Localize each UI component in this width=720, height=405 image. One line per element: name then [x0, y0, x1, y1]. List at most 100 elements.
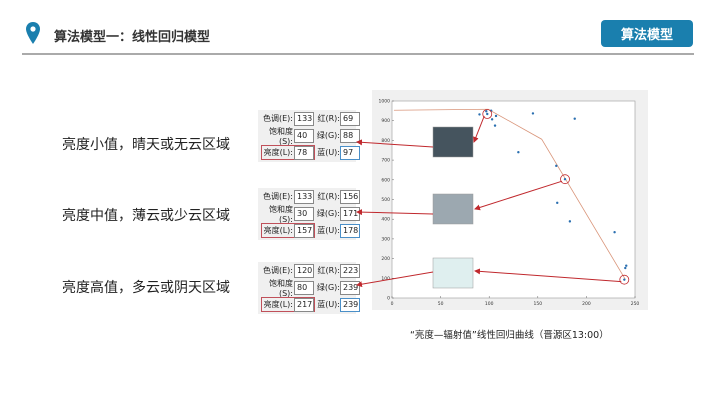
hue-label: 色调(E): [263, 266, 293, 275]
x-tick-label: 100 [485, 301, 494, 307]
blue-field: 蓝(U):178 [316, 223, 360, 238]
x-tick-label: 150 [534, 301, 543, 307]
blue-field: 蓝(U):97 [316, 145, 360, 160]
data-point [489, 109, 493, 112]
y-tick-label: 200 [381, 256, 390, 262]
arrow [356, 271, 434, 288]
data-point [613, 231, 616, 234]
y-tick-label: 900 [381, 118, 390, 124]
red-input[interactable]: 156 [340, 189, 360, 204]
lum-field: 亮度(L):78 [261, 145, 315, 160]
lum-label: 亮度(L): [263, 300, 293, 309]
highlight-circle [560, 174, 570, 185]
hue-label: 色调(E): [263, 114, 293, 123]
data-point [485, 110, 488, 113]
red-label: 红(R): [317, 266, 341, 275]
blue-input[interactable]: 178 [340, 223, 360, 238]
fit-line [393, 108, 626, 280]
lum-label: 亮度(L): [263, 226, 293, 235]
red-input[interactable]: 69 [340, 111, 360, 126]
algorithm-model-button[interactable]: 算法模型 [601, 20, 693, 47]
data-point [573, 117, 576, 120]
red-label: 红(R): [317, 114, 341, 123]
green-field: 绿(G):88 [316, 128, 360, 143]
green-field: 绿(G):239 [316, 280, 360, 295]
lum-input[interactable]: 217 [294, 297, 314, 312]
data-point [624, 266, 627, 270]
plot-area [391, 100, 636, 299]
blue-label: 蓝(U): [317, 226, 340, 235]
blue-field: 蓝(U):239 [316, 297, 360, 312]
data-point [625, 264, 628, 267]
hue-input[interactable]: 133 [294, 189, 314, 204]
hue-label: 色调(E): [263, 192, 293, 201]
lum-field: 亮度(L):157 [261, 223, 315, 238]
data-point [556, 201, 559, 205]
y-tick-label: 600 [381, 177, 390, 183]
color-swatch [432, 257, 474, 289]
y-tick-label: 400 [381, 217, 390, 223]
arrow [474, 268, 622, 283]
lum-field: 亮度(L):217 [261, 297, 315, 312]
sat-label: 饱和度(S): [269, 126, 293, 146]
arrow [356, 209, 434, 216]
x-tick-label: 200 [582, 301, 591, 307]
x-tick-label: 0 [391, 301, 394, 307]
sat-input[interactable]: 80 [294, 280, 314, 295]
y-tick-label: 500 [381, 197, 390, 203]
blue-label: 蓝(U): [317, 148, 340, 157]
green-field: 绿(G):171 [316, 206, 360, 221]
sat-label: 饱和度(S): [269, 204, 293, 224]
sat-label: 饱和度(S): [269, 278, 293, 298]
region-label: 亮度中值，薄云或少云区域 [62, 208, 230, 224]
blue-label: 蓝(U): [317, 300, 340, 309]
red-input[interactable]: 223 [340, 263, 360, 278]
red-field: 红(R):156 [316, 189, 360, 204]
y-tick-label: 1000 [379, 99, 391, 105]
highlight-circle [619, 274, 630, 285]
arrow [356, 139, 434, 148]
blue-input[interactable]: 97 [340, 145, 360, 160]
y-tick-label: 700 [381, 158, 390, 164]
lum-label: 亮度(L): [263, 148, 293, 157]
location-pin-icon [26, 22, 40, 44]
hue-field: 色调(E):120 [258, 263, 314, 278]
page-title: 算法模型一：线性回归模型 [54, 30, 211, 45]
data-point [494, 114, 498, 118]
arrow [474, 180, 563, 211]
data-point [563, 178, 567, 181]
sat-field: 饱和度(S):80 [258, 278, 314, 298]
sat-field: 饱和度(S):30 [258, 204, 314, 224]
y-tick-label: 100 [381, 276, 390, 282]
sat-field: 饱和度(S):40 [258, 126, 314, 146]
region-label: 亮度高值，多云或阴天区域 [62, 280, 230, 296]
hue-input[interactable]: 120 [294, 263, 314, 278]
hue-field: 色调(E):133 [258, 111, 314, 126]
header-divider [22, 53, 694, 55]
lum-input[interactable]: 157 [294, 223, 314, 238]
arrow [473, 115, 485, 143]
red-field: 红(R):223 [316, 263, 360, 278]
red-field: 红(R):69 [316, 111, 360, 126]
hue-input[interactable]: 133 [294, 111, 314, 126]
color-swatch [432, 126, 474, 158]
data-point [486, 112, 489, 116]
data-point [478, 113, 481, 116]
green-input[interactable]: 239 [340, 280, 360, 295]
sat-input[interactable]: 30 [294, 206, 314, 221]
blue-input[interactable]: 239 [340, 297, 360, 312]
data-point [531, 112, 535, 115]
color-swatch [432, 193, 474, 225]
lum-input[interactable]: 78 [294, 145, 314, 160]
y-tick-label: 0 [387, 296, 390, 302]
data-point [568, 220, 572, 223]
data-point [490, 118, 494, 121]
green-input[interactable]: 88 [340, 128, 360, 143]
sat-input[interactable]: 40 [294, 128, 314, 143]
x-tick-label: 50 [438, 301, 444, 307]
red-label: 红(R): [317, 192, 341, 201]
y-tick-label: 300 [381, 236, 390, 242]
data-point [493, 124, 497, 127]
